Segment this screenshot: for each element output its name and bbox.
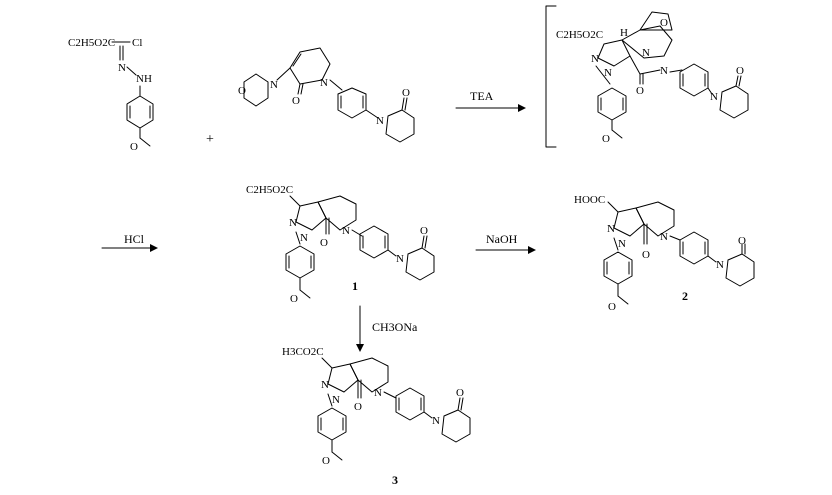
arrow-tea: TEA	[455, 89, 526, 112]
compound-1-o-pip-label: O	[420, 225, 428, 237]
compound-2-n2-label: N	[618, 238, 626, 250]
tea-label: TEA	[470, 89, 494, 103]
arrow-hcl: HCl	[101, 232, 158, 252]
compound-3-n2-label: N	[332, 394, 340, 406]
compound-2-number: 2	[682, 289, 688, 303]
compound-2-o-methoxy-label: O	[608, 301, 616, 313]
compound-2-n-pip-label: N	[716, 259, 724, 271]
morpholine-n-label: N	[270, 79, 278, 91]
reactant-enamine-lactam: N O N O N O	[238, 47, 415, 143]
intermediate-n4-label: N	[660, 65, 668, 77]
nh-label: NH	[136, 73, 152, 85]
o-methoxy-label: O	[130, 141, 138, 153]
compound-3-ester-label: H3CO2C	[282, 346, 324, 358]
cl-label: Cl	[132, 37, 142, 49]
intermediate-o-bridge-label: O	[660, 17, 668, 29]
intermediate-ester-label: C2H5O2C	[556, 29, 603, 41]
n-amide-label: N	[320, 77, 328, 89]
hcl-label: HCl	[124, 232, 145, 246]
compound-3-o-methoxy-label: O	[322, 455, 330, 467]
intermediate-h-label: H	[620, 27, 628, 39]
compound-1-n-amide-label: N	[342, 225, 350, 237]
piperidinone-n-label: N	[376, 115, 384, 127]
compound-1-number: 1	[352, 279, 358, 293]
ester-label: C2H5O2C	[68, 37, 115, 49]
compound-1-n-pip-label: N	[396, 253, 404, 265]
ch3ona-label: CH3ONa	[372, 320, 418, 334]
intermediate-n5-label: N	[710, 91, 718, 103]
intermediate-n1-label: N	[591, 53, 599, 65]
compound-1-n2-label: N	[300, 232, 308, 244]
compound-2-n1-label: N	[607, 223, 615, 235]
compound-1-o-amide-label: O	[320, 237, 328, 249]
intermediate-o-amide-label: O	[636, 85, 644, 97]
compound-1-ester-label: C2H5O2C	[246, 184, 293, 196]
compound-3-n-amide-label: N	[374, 387, 382, 399]
compound-3-n-pip-label: N	[432, 415, 440, 427]
naoh-label: NaOH	[486, 232, 518, 246]
compound-2: HOOC N N N O N O O 2	[574, 194, 755, 313]
o-amide-label: O	[292, 95, 300, 107]
arrow-ch3ona: CH3ONa	[356, 305, 418, 352]
compound-3-o-amide-label: O	[354, 401, 362, 413]
compound-2-o-pip-label: O	[738, 235, 746, 247]
intermediate-n3-label: N	[642, 47, 650, 59]
morpholine-o-label: O	[238, 85, 246, 97]
intermediate-o-pip-label: O	[736, 65, 744, 77]
compound-3-n1-label: N	[321, 379, 329, 391]
compound-2-n-amide-label: N	[660, 231, 668, 243]
compound-1-n1-label: N	[289, 217, 297, 229]
intermediate-n2-label: N	[604, 67, 612, 79]
compound-3: H3CO2C N N N O N O O 3	[282, 346, 471, 487]
compound-3-o-pip-label: O	[456, 387, 464, 399]
compound-2-acid-label: HOOC	[574, 194, 605, 206]
piperidinone-o-label: O	[402, 87, 410, 99]
compound-3-number: 3	[392, 473, 398, 487]
reactant-hydrazonoyl-chloride: C2H5O2C Cl N NH O	[68, 37, 154, 153]
intermediate-bracketed: C2H5O2C H N N O N N O N O O	[545, 5, 749, 148]
compound-1: C2H5O2C N N N O N O O 1	[246, 184, 435, 305]
arrow-naoh: NaOH	[475, 232, 536, 254]
plus-sign: +	[206, 132, 214, 147]
intermediate-o-methoxy-label: O	[602, 133, 610, 145]
n-label: N	[118, 62, 126, 74]
compound-1-o-methoxy-label: O	[290, 293, 298, 305]
compound-2-o-amide-label: O	[642, 249, 650, 261]
